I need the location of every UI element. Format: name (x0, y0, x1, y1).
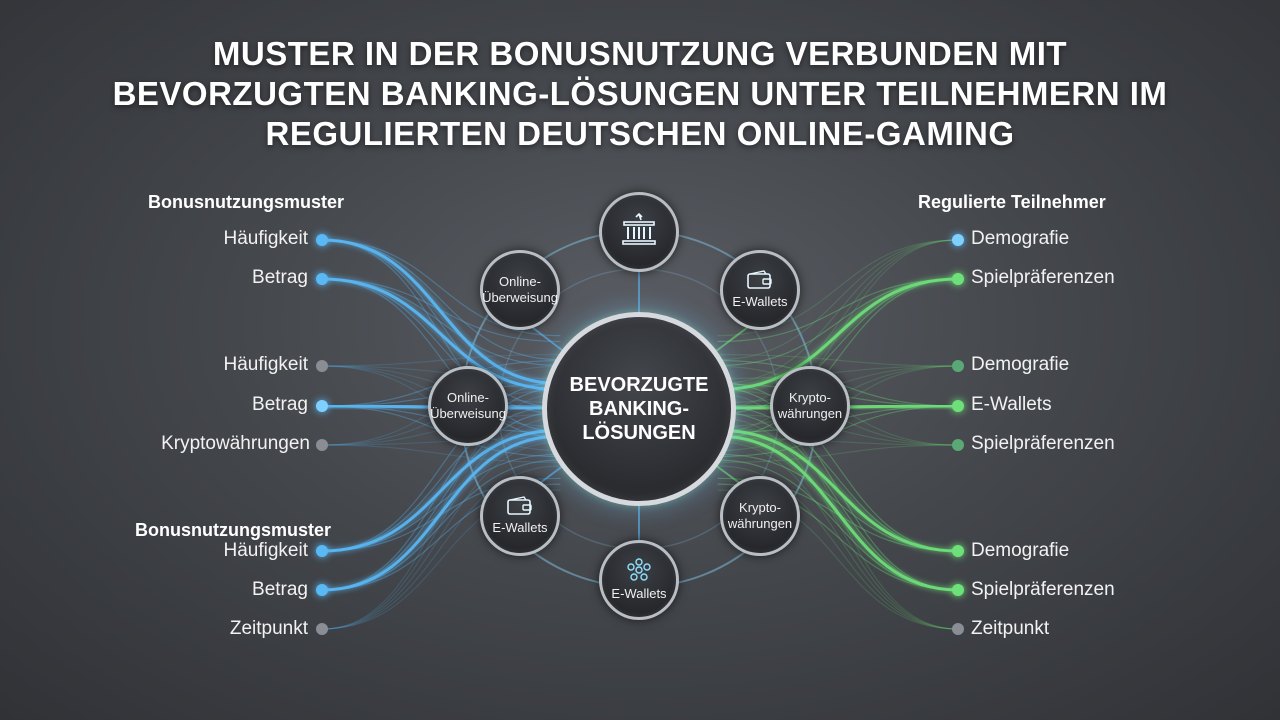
flow-line-right (717, 278, 959, 439)
flow-line-right (717, 239, 959, 337)
right-dot (952, 545, 964, 557)
right-label-zeitpunkt: Zeitpunkt (971, 618, 1050, 639)
node-online-ueberweisung-left: Online- Überweisung (428, 366, 508, 446)
flow-line-left (321, 444, 561, 463)
flow-line-right (717, 239, 959, 385)
flow-line-left (321, 387, 561, 591)
flow-line-right (717, 459, 959, 591)
flow-line-left (321, 278, 561, 343)
left-label-betrag-1: Betrag (252, 267, 308, 288)
flow-line-left (321, 465, 561, 630)
flow-line-left (321, 239, 561, 409)
center-label: BEVORZUGTE BANKING- LÖSUNGEN (569, 374, 709, 444)
flow-line-right (717, 353, 959, 367)
node-bank (599, 192, 679, 272)
flow-line-left (321, 353, 561, 367)
flow-line-right (717, 465, 959, 630)
right-group1-title: Regulierte Teilnehmer (918, 192, 1106, 212)
center-node: BEVORZUGTE BANKING- LÖSUNGEN (542, 312, 736, 506)
left-dot (316, 360, 328, 372)
left-dot (316, 545, 328, 557)
left-label-haeufigkeit-1: Häufigkeit (223, 228, 309, 249)
node-label: E-Wallets (492, 520, 548, 535)
wallet-icon (746, 270, 774, 294)
right-label-spielpraeferenzen-2: Spielpräferenzen (971, 433, 1115, 454)
flow-line-left (320, 238, 562, 386)
right-dot (952, 400, 964, 412)
right-dot (952, 439, 964, 451)
flow-line-left (321, 381, 561, 552)
flow-line-right (717, 278, 959, 343)
left-label-kryptowaehrungen: Kryptowährungen (161, 433, 310, 454)
right-label-demografie-1: Demografie (971, 228, 1070, 249)
left-dot (316, 584, 328, 596)
left-dot (316, 234, 328, 246)
flow-line-right (717, 417, 959, 630)
node-label: E-Wallets (732, 294, 788, 309)
left-label-haeufigkeit-2: Häufigkeit (223, 354, 309, 375)
right-label-spielpraeferenzen-3: Spielpräferenzen (971, 579, 1115, 600)
flow-line-right (717, 381, 959, 552)
node-label: E-Wallets (611, 586, 667, 601)
flow-line-left (321, 459, 561, 591)
flow-line-right (717, 387, 959, 591)
flow-line-right (717, 365, 959, 380)
flow-line-right (717, 239, 959, 361)
left-group3-title: Bonusnutzungsmuster (135, 520, 331, 540)
right-dot (952, 273, 964, 285)
flow-line-left (321, 441, 561, 630)
node-label: Krypto- währungen (727, 500, 793, 531)
flow-line-right (717, 441, 959, 630)
node-kryptowaehrungen-right: Krypto- währungen (770, 366, 850, 446)
flow-line-right (717, 239, 959, 409)
flow-line-left (320, 428, 562, 553)
node-e-wallets-bottom: E-Wallets (599, 540, 679, 620)
left-label-betrag-3: Betrag (252, 579, 308, 600)
node-label: Krypto- währungen (777, 390, 843, 421)
right-dot (952, 360, 964, 372)
bank-icon (620, 212, 658, 251)
right-label-spielpraeferenzen-1: Spielpräferenzen (971, 267, 1115, 288)
flow-line-left (320, 434, 562, 592)
flow-line-right (717, 437, 959, 446)
flow-line-right (717, 444, 959, 463)
left-dot (316, 623, 328, 635)
node-e-wallets-top: E-Wallets (720, 250, 800, 330)
flow-line-left (321, 239, 561, 337)
flow-line-right (717, 453, 959, 552)
flow-line-left (321, 365, 561, 380)
left-group1-title: Bonusnutzungsmuster (148, 192, 344, 212)
left-dot (316, 273, 328, 285)
node-e-wallets-bottom-left: E-Wallets (480, 476, 560, 556)
flow-line-left (321, 437, 561, 446)
node-label: Online- Überweisung (482, 274, 558, 305)
flow-line-right (716, 434, 960, 592)
right-label-e-wallets: E-Wallets (971, 394, 1052, 415)
flow-line-left (321, 417, 561, 630)
wallet-icon (506, 496, 534, 520)
right-dot (952, 623, 964, 635)
flow-line-right (716, 277, 960, 391)
node-kryptowaehrungen-bottom-right: Krypto- währungen (720, 476, 800, 556)
flow-line-right (716, 428, 960, 553)
left-label-zeitpunkt: Zeitpunkt (229, 618, 308, 639)
node-label: Online- Überweisung (430, 390, 506, 421)
right-label-demografie-3: Demografie (971, 540, 1070, 561)
left-label-betrag-2: Betrag (252, 394, 308, 415)
right-dot (952, 584, 964, 596)
node-online-ueberweisung-top: Online- Überweisung (480, 250, 560, 330)
left-label-haeufigkeit-3: Häufigkeit (223, 540, 309, 561)
flow-line-left (320, 277, 562, 391)
right-dot (952, 234, 964, 246)
flow-line-left (321, 278, 561, 439)
flow-line-left (321, 453, 561, 552)
flow-lines (320, 238, 960, 630)
right-label-demografie-2: Demografie (971, 354, 1070, 375)
network-icon (626, 558, 652, 586)
page-title: MUSTER IN DER BONUSNUTZUNG VERBUNDEN MIT… (112, 35, 1168, 152)
left-dot (316, 400, 328, 412)
left-dot (316, 439, 328, 451)
